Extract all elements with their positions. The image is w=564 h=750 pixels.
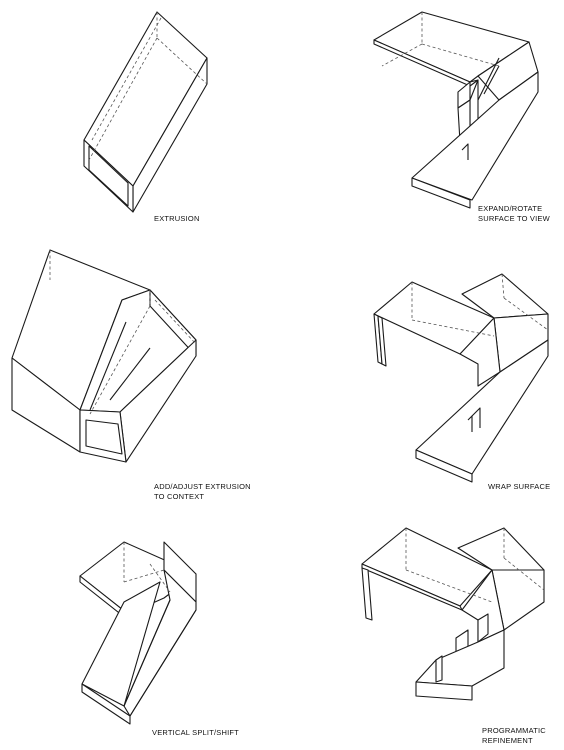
vertical-split-drawing [79,541,197,725]
caption-add-adjust: ADD/ADJUST EXTRUSION TO CONTEXT [154,482,251,501]
programmatic-refinement-drawing [361,527,545,701]
diagram-add-adjust: ADD/ADJUST EXTRUSION TO CONTEXT [0,240,282,510]
caption-expand-rotate: EXPAND/ROTATE SURFACE TO VIEW [478,204,550,223]
caption-extrusion: EXTRUSION [154,214,200,223]
caption-vertical-split: VERTICAL SPLIT/SHIFT [152,728,239,737]
caption-wrap-surface: WRAP SURFACE [488,482,551,491]
caption-programmatic-refinement: PROGRAMMATIC REFINEMENT [482,726,546,745]
wrap-surface-drawing [373,273,549,483]
extrusion-drawing [83,11,208,213]
add-adjust-drawing [11,249,197,463]
diagram-vertical-split: VERTICAL SPLIT/SHIFT [0,510,282,750]
expand-rotate-drawing [373,11,539,209]
diagram-expand-rotate: EXPAND/ROTATE SURFACE TO VIEW [282,0,564,240]
diagram-extrusion: EXTRUSION [0,0,282,240]
diagram-programmatic-refinement: PROGRAMMATIC REFINEMENT [282,510,564,750]
diagram-wrap-surface: WRAP SURFACE [282,240,564,510]
